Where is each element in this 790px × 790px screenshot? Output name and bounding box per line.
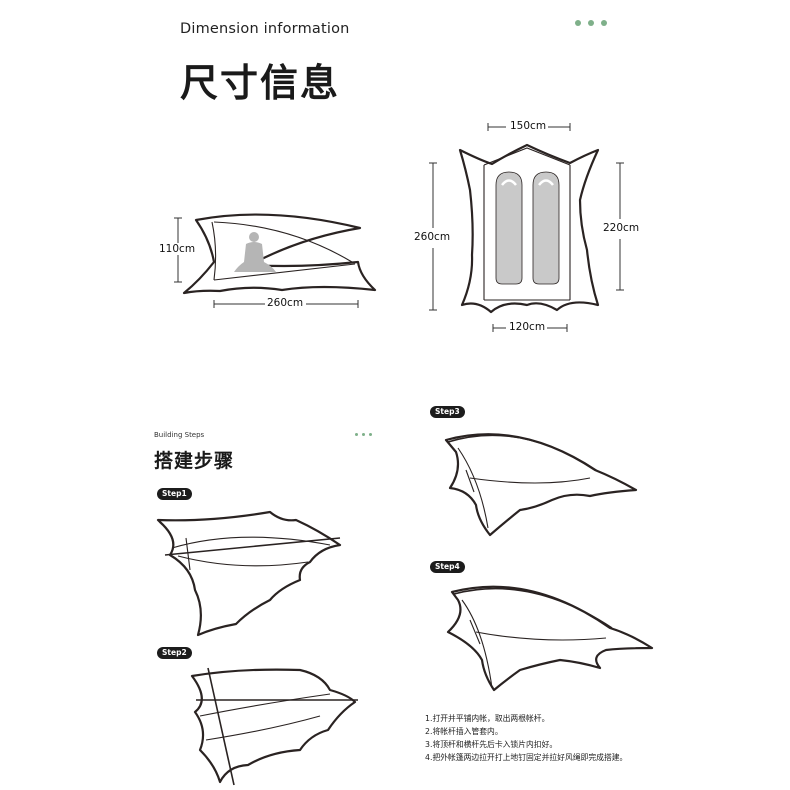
step1-illustration bbox=[156, 510, 342, 637]
sleeping-bag-icon bbox=[495, 171, 523, 285]
instruction-item: 1.打开并平铺内帐，取出两根帐杆。 bbox=[425, 714, 550, 723]
step4-illustration bbox=[446, 585, 654, 692]
bottom-width-label: 120cm bbox=[507, 321, 548, 333]
right-length-label: 220cm bbox=[601, 222, 642, 234]
person-icon bbox=[234, 232, 276, 272]
step4-badge: Step4 bbox=[430, 561, 465, 573]
step3-illustration bbox=[444, 433, 638, 537]
top-width-label: 150cm bbox=[508, 120, 549, 132]
side-length-label: 260cm bbox=[265, 297, 306, 309]
step2-illustration bbox=[190, 667, 358, 786]
steps-cn-title: 搭建步骤 bbox=[154, 450, 235, 472]
side-height-label: 110cm bbox=[157, 243, 198, 255]
steps-en-title: Building Steps bbox=[154, 431, 205, 439]
instruction-item: 3.将顶杆和横杆先后卡入锁片内扣好。 bbox=[425, 740, 558, 749]
header-dots-icon bbox=[575, 20, 607, 26]
instruction-item: 4.把外帐篷两边拉开打上地钉固定并拉好风绳即完成搭建。 bbox=[425, 753, 628, 762]
left-length-label: 260cm bbox=[412, 231, 453, 243]
step1-badge: Step1 bbox=[157, 488, 192, 500]
dimension-en-title: Dimension information bbox=[180, 21, 350, 37]
steps-dots-icon bbox=[355, 433, 372, 436]
dimension-cn-title: 尺寸信息 bbox=[180, 61, 341, 105]
step2-badge: Step2 bbox=[157, 647, 192, 659]
step3-badge: Step3 bbox=[430, 406, 465, 418]
instruction-item: 2.将帐杆插入管套内。 bbox=[425, 727, 503, 736]
sleeping-bag-icon bbox=[532, 171, 560, 285]
instructions-list: 1.打开并平铺内帐，取出两根帐杆。 2.将帐杆插入管套内。 3.将顶杆和横杆先后… bbox=[425, 712, 627, 764]
